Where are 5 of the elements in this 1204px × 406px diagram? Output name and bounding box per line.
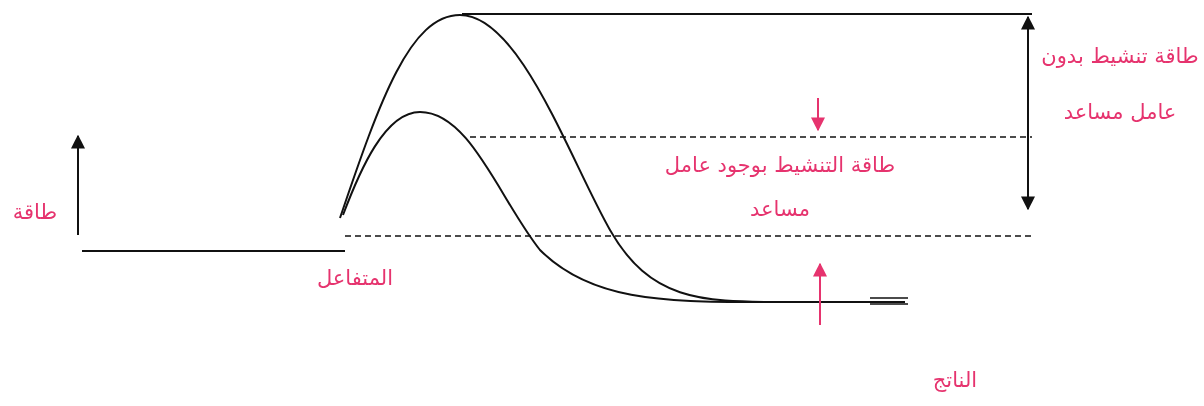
curve-label: المتفاعل — [315, 266, 395, 290]
annotation-text: طاقة تنشيط بدون عامل مساعد — [1040, 43, 1200, 126]
axis-label: طاقة — [11, 200, 59, 224]
annotation-text: طاقة التنشيط بوجود عامل مساعد — [663, 152, 897, 223]
curve-label: الناتج — [931, 368, 979, 392]
